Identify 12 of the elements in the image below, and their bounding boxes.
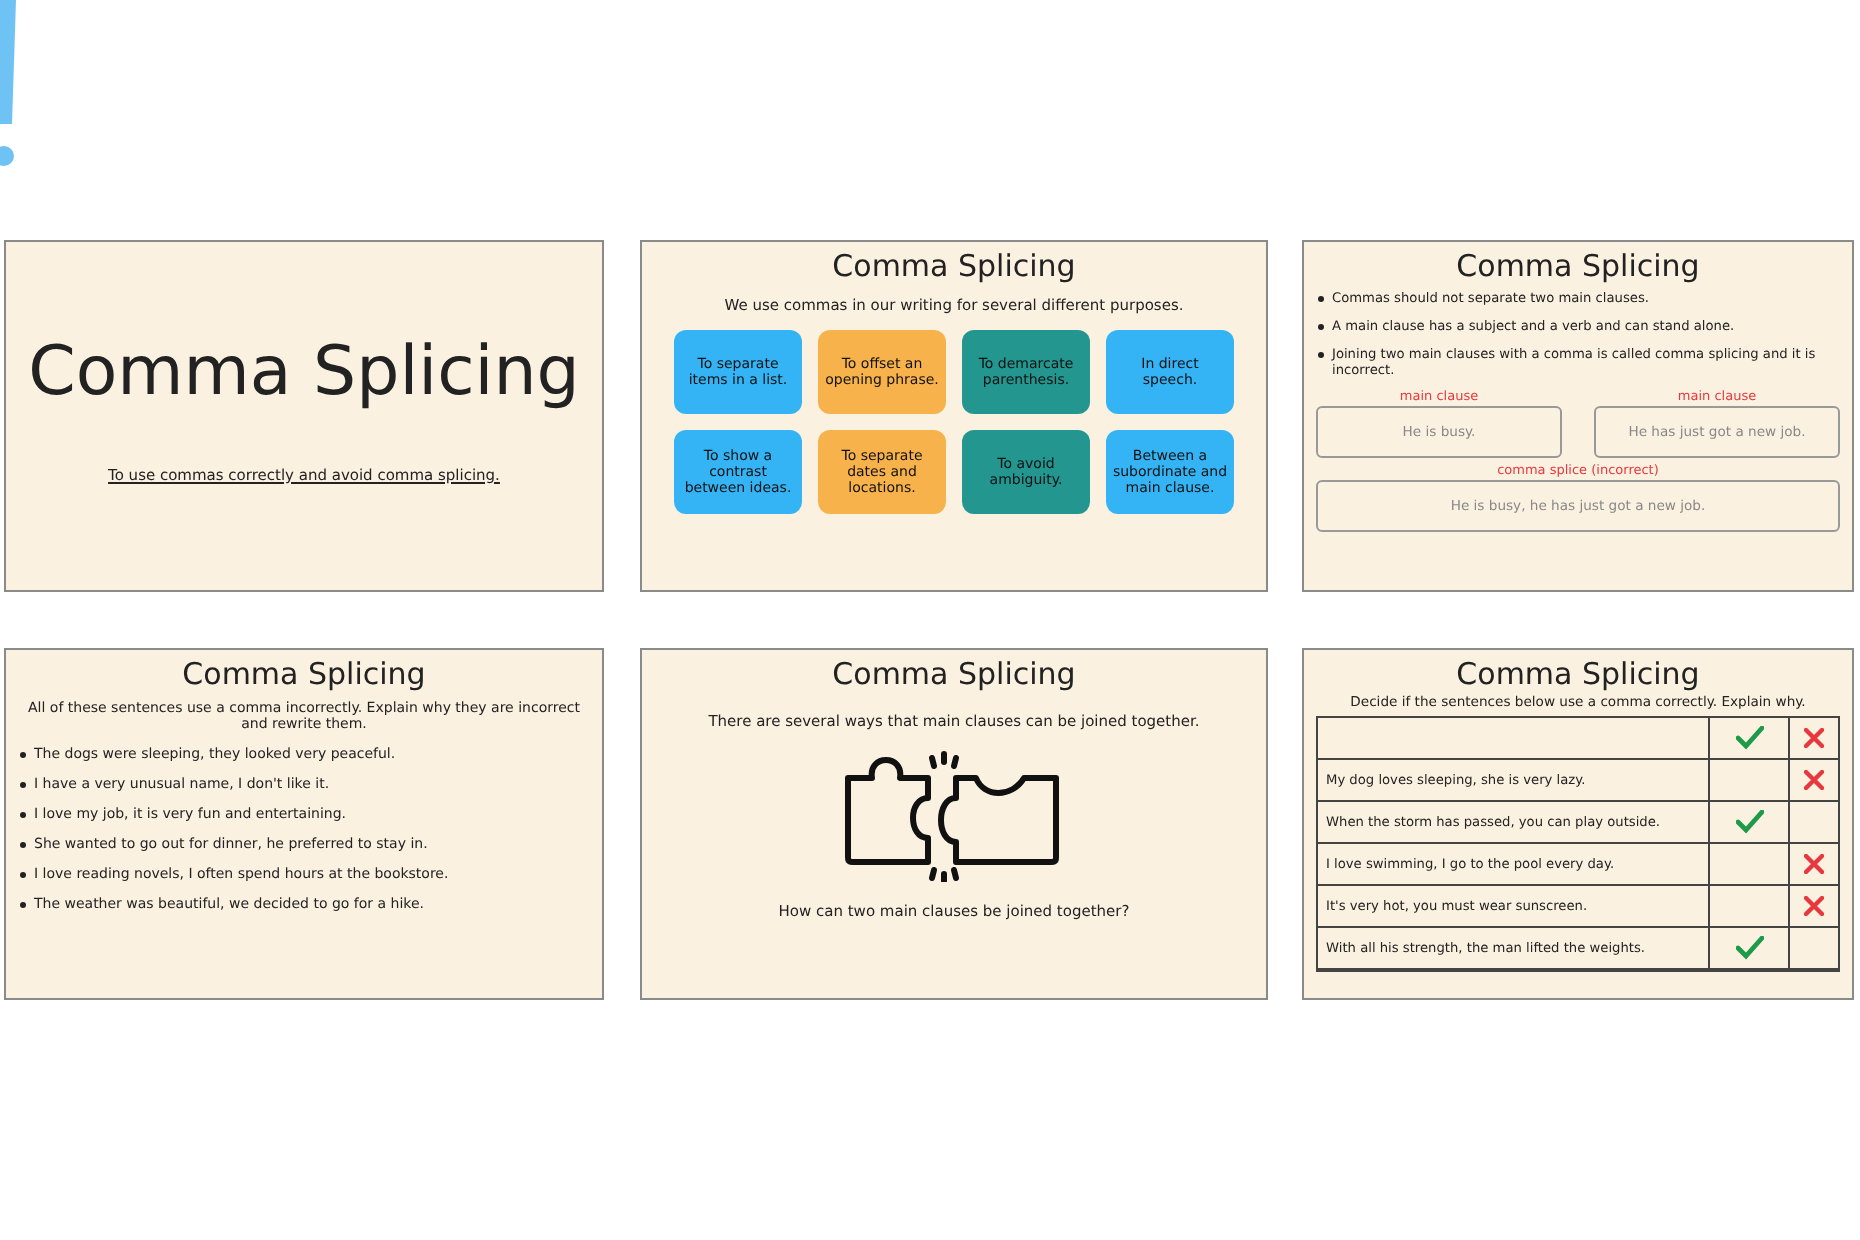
slide-title: Comma Splicing bbox=[1456, 248, 1700, 284]
slide-card bbox=[1302, 648, 1854, 1000]
slide-card bbox=[4, 240, 604, 592]
slide-title: Comma Splicing bbox=[182, 656, 426, 692]
slide-card bbox=[640, 648, 1268, 1000]
slide-title: Comma Splicing bbox=[832, 248, 1076, 284]
slide-card bbox=[1302, 240, 1854, 592]
slide-title: Comma Splicing bbox=[28, 332, 580, 414]
slide-title: Comma Splicing bbox=[1456, 656, 1700, 692]
slide-card bbox=[4, 648, 604, 1000]
slide-title: Comma Splicing bbox=[832, 656, 1076, 692]
slide-card bbox=[640, 240, 1268, 592]
